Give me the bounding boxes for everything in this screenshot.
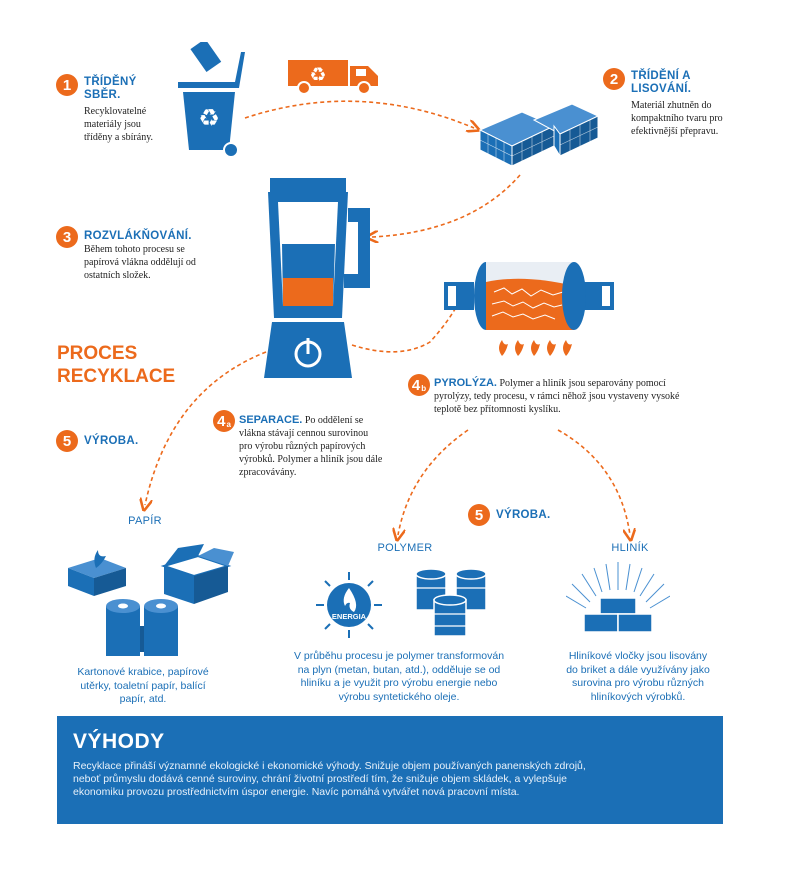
step-4b-title: PYROLÝZA. xyxy=(434,377,497,389)
arrow-bales-to-blender xyxy=(372,174,521,237)
step-5-left-number: 5 xyxy=(56,430,78,452)
product-paper-title: PAPÍR xyxy=(128,515,162,527)
cardboard-box-icon xyxy=(160,544,234,604)
step-3-header: 3 ROZVLÁKŇOVÁNÍ. xyxy=(56,226,192,248)
step-5-right-header: 5 VÝROBA. xyxy=(468,504,551,526)
oil-barrels-icon xyxy=(415,568,487,637)
benefits-text: Recyklace přináší významné ekologické i … xyxy=(73,760,586,798)
benefits-panel: VÝHODY Recyklace přináší významné ekolog… xyxy=(57,716,723,824)
benefits-title: VÝHODY xyxy=(73,730,165,753)
arrow-pyrolysis-to-polymer xyxy=(398,429,469,535)
step-3-title: ROZVLÁKŇOVÁNÍ. xyxy=(84,230,192,242)
step-5-right-title: VÝROBA. xyxy=(496,509,551,521)
compressed-bales-icon xyxy=(478,103,600,167)
recycle-bin-icon: ♻ xyxy=(178,42,245,158)
step-5-right-number: 5 xyxy=(468,504,490,526)
pyrolysis-drum-icon xyxy=(444,262,614,356)
svg-text:♻: ♻ xyxy=(198,104,220,132)
svg-text:♻: ♻ xyxy=(309,64,326,86)
product-aluminium-title: HLINÍK xyxy=(611,542,649,554)
step-5-left-title: VÝROBA. xyxy=(84,435,139,447)
product-polymer-title: POLYMER xyxy=(377,542,433,554)
arrow-blender-to-paper xyxy=(145,351,267,505)
aluminium-bricks-icon xyxy=(566,562,670,633)
arrow-collect-to-bales xyxy=(244,100,474,128)
paper-rolls-icon xyxy=(106,599,178,656)
arrow-blender-to-pyrolysis xyxy=(351,300,460,353)
step-5-left-header: 5 VÝROBA. xyxy=(56,430,139,452)
tissue-box-icon xyxy=(68,550,126,596)
garbage-truck-icon: ♻ xyxy=(288,60,378,95)
blender-icon xyxy=(264,178,370,378)
step-4a-text: SEPARACE. Po oddělení se vlákna stávají … xyxy=(239,414,383,478)
energy-icon xyxy=(316,572,382,638)
step-1-number: 1 xyxy=(56,74,78,96)
step-3-number: 3 xyxy=(56,226,78,248)
step-4b-text: PYROLÝZA. Polymer a hliník jsou separová… xyxy=(434,377,680,415)
product-polymer-text: V průběhu procesu je polymer transformov… xyxy=(293,650,505,703)
arrow-pyrolysis-to-aluminium xyxy=(557,429,630,535)
energy-label: ENERGIA xyxy=(331,612,367,621)
step-4a-title: SEPARACE. xyxy=(239,414,303,426)
step-2-number: 2 xyxy=(603,68,625,90)
